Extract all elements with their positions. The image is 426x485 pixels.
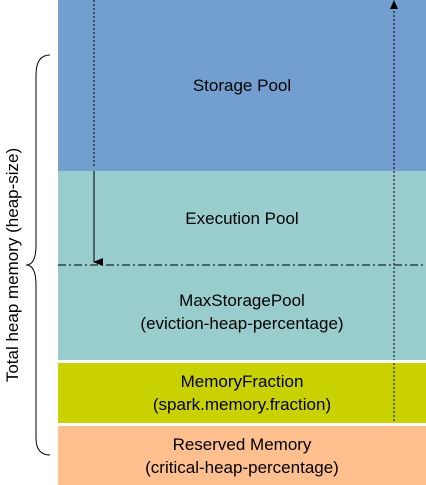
execution-pool-label: Execution Pool <box>185 209 299 228</box>
storage-pool-label: Storage Pool <box>192 76 292 95</box>
max-storage-pool-title: MaxStoragePool <box>179 291 305 310</box>
memory-fraction-title: MemoryFraction <box>180 372 304 391</box>
storage-pool-block: Storage Pool <box>58 0 426 171</box>
total-heap-brace <box>25 54 51 456</box>
total-heap-memory-label: Total heap memory (heap-size) <box>3 147 22 383</box>
up-arrowhead <box>390 0 398 9</box>
separator-execution-memfraction <box>58 360 426 363</box>
reserved-memory-block: Reserved Memory (critical-heap-percentag… <box>58 426 426 485</box>
reserved-memory-param: (critical-heap-percentage) <box>145 457 339 477</box>
max-storage-pool-label: MaxStoragePool (eviction-heap-percentage… <box>58 289 426 335</box>
memory-fraction-block: MemoryFraction (spark.memory.fraction) <box>58 363 426 423</box>
separator-memfraction-reserved <box>58 423 426 426</box>
memory-fraction-param: (spark.memory.fraction) <box>152 395 332 414</box>
max-storage-pool-param: (eviction-heap-percentage) <box>140 314 344 333</box>
reserved-memory-title: Reserved Memory <box>172 434 312 454</box>
